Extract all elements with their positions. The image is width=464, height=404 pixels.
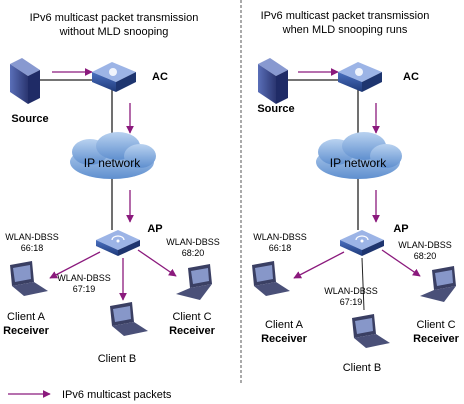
right-client-a-mac: 66:18 bbox=[269, 243, 292, 253]
right-client-c-role: Receiver bbox=[413, 333, 460, 345]
left-client-a-mac: 66:18 bbox=[21, 243, 44, 253]
right-ac-icon bbox=[338, 62, 382, 92]
right-source-label: Source bbox=[257, 103, 294, 115]
left-client-b-mac: 67:19 bbox=[73, 284, 96, 294]
left-title-line1: IPv6 multicast packet transmission bbox=[30, 12, 199, 24]
right-link-ap-client-b bbox=[361, 257, 365, 311]
right-client-a-dbss: WLAN-DBSS bbox=[253, 232, 307, 242]
left-client-a-dbss: WLAN-DBSS bbox=[5, 232, 59, 242]
left-client-a-laptop-icon bbox=[10, 261, 48, 296]
right-client-c-name: Client C bbox=[416, 319, 455, 331]
legend-label: IPv6 multicast packets bbox=[62, 389, 172, 401]
left-arrow-ap-client-c bbox=[137, 249, 177, 277]
left-client-a-role: Receiver bbox=[3, 325, 50, 337]
right-panel: IPv6 multicast packet transmission when … bbox=[252, 10, 460, 374]
right-client-a-name: Client A bbox=[265, 319, 304, 331]
right-client-a-role: Receiver bbox=[261, 333, 308, 345]
left-client-c-dbss: WLAN-DBSS bbox=[166, 237, 220, 247]
right-client-b-laptop-icon bbox=[352, 314, 390, 348]
right-client-a-laptop-icon bbox=[252, 261, 290, 296]
right-ac-label: AC bbox=[403, 71, 419, 83]
right-client-c-laptop-icon bbox=[420, 266, 456, 302]
right-client-c-dbss: WLAN-DBSS bbox=[398, 240, 452, 250]
left-ac-label: AC bbox=[152, 71, 168, 83]
right-client-b-mac: 67:19 bbox=[340, 297, 363, 307]
right-ip-network-label: IP network bbox=[330, 156, 387, 170]
right-ip-network-cloud-icon bbox=[316, 132, 402, 179]
left-title-line2: without MLD snooping bbox=[59, 26, 169, 38]
left-arrow-ap-client-a bbox=[49, 251, 101, 279]
left-client-c-name: Client C bbox=[172, 311, 211, 323]
legend: IPv6 multicast packets bbox=[8, 389, 172, 401]
right-arrow-ap-client-c bbox=[381, 249, 421, 277]
left-client-c-laptop-icon bbox=[176, 264, 212, 300]
left-source-server-icon bbox=[10, 58, 40, 104]
right-ap-label: AP bbox=[393, 223, 408, 235]
right-source-server-icon bbox=[258, 58, 288, 104]
right-ap-icon bbox=[340, 230, 384, 256]
left-client-b-dbss: WLAN-DBSS bbox=[57, 273, 111, 283]
left-client-c-role: Receiver bbox=[169, 325, 216, 337]
left-client-c-mac: 68:20 bbox=[182, 248, 205, 258]
right-arrow-ap-client-a bbox=[293, 251, 345, 279]
left-panel: IPv6 multicast packet transmission witho… bbox=[3, 12, 220, 365]
right-client-b-dbss: WLAN-DBSS bbox=[324, 286, 378, 296]
left-ip-network-cloud-icon bbox=[70, 132, 156, 179]
left-ac-icon bbox=[92, 62, 136, 92]
left-source-label: Source bbox=[11, 113, 48, 125]
left-client-b-laptop-icon bbox=[110, 302, 148, 336]
right-client-c-mac: 68:20 bbox=[414, 251, 437, 261]
right-title-line1: IPv6 multicast packet transmission bbox=[261, 10, 430, 22]
left-ap-icon bbox=[96, 230, 140, 256]
right-client-b-name: Client B bbox=[343, 362, 382, 374]
left-client-b-name: Client B bbox=[98, 353, 137, 365]
left-ap-label: AP bbox=[147, 223, 162, 235]
left-ip-network-label: IP network bbox=[84, 156, 141, 170]
right-title-line2: when MLD snooping runs bbox=[282, 24, 408, 36]
left-client-a-name: Client A bbox=[7, 311, 46, 323]
